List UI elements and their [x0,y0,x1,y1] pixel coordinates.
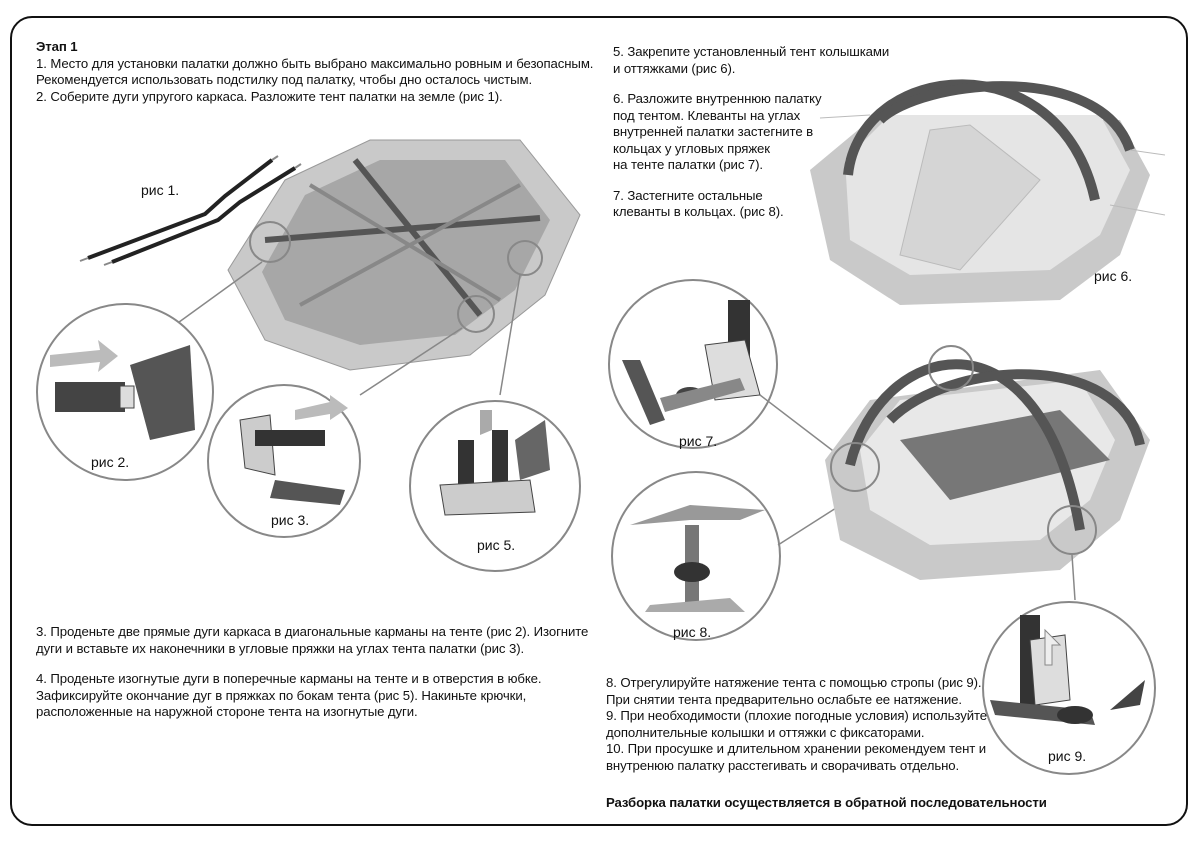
step-4a-text: 4. Проденьте изогнутые дуги в поперечные… [36,671,542,686]
step-10a-text: 10. При просушке и длительном хранении р… [606,741,987,756]
fig9-tent-illustration [825,345,1150,601]
fig2-caption: рис 2. [91,454,130,470]
fig6-tent-illustration [810,79,1166,305]
steps-8-10-text-block: 8. Отрегулируйте натяжение тента с помощ… [606,675,987,774]
step-6c-text: внутренней палатки застегните в [613,124,814,139]
fig6-caption: рис 6. [1094,268,1133,284]
step-9b-text: дополнительные колышки и оттяжки с фикса… [606,724,925,740]
fig3-caption: рис 3. [271,512,310,528]
step-2-text: 2. Соберите дуги упругого каркаса. Разло… [36,88,503,104]
steps-5-7-text-block: 5. Закрепите установленный тент колышкам… [613,44,889,221]
fig8-detail-illustration [611,471,781,641]
step-4c-text: расположенные на наружной стороне тента … [36,704,418,719]
step-10b-text: внутренюю палатку расстегивать и сворачи… [606,757,960,773]
fig7-detail-illustration [608,279,778,449]
step-3a-text: 3. Проденьте две прямые дуги каркаса в д… [36,624,589,639]
step-6e-text: на тенте палатки (рис 7). [613,157,763,172]
step-9a-text: 9. При необходимости (плохие погодные ус… [606,708,987,723]
fig2-detail-illustration [36,303,214,481]
step-5b-text: и оттяжками (рис 6). [613,60,736,76]
fig1-poles-illustration [79,155,302,266]
fig5-caption: рис 5. [477,537,516,553]
fig9-caption: рис 9. [1048,748,1087,764]
page-border [10,16,1188,826]
fig8-caption: рис 8. [673,624,712,640]
step-5a-text: 5. Закрепите установленный тент колышкам… [613,44,890,59]
step-6d-text: кольцах у угловых пряжек [613,140,770,156]
footer-note: Разборка палатки осуществляется в обратн… [606,795,1047,810]
fig1-flat-tent-illustration [174,139,581,396]
fig7-caption: рис 7. [679,433,718,449]
step-7a-text: 7. Застегните остальные [613,187,763,203]
intro-text-block: Этап 1 1. Место для установки палатки до… [36,39,593,105]
step-8b-text: При снятии тента предварительно ослабьте… [606,691,962,707]
stage-title: Этап 1 [36,39,78,54]
step-8a-text: 8. Отрегулируйте натяжение тента с помощ… [606,675,982,690]
step-1-text: 1. Место для установки палатки должно бы… [36,55,594,71]
step-1b-text: Рекомендуется использовать подстилку под… [36,72,533,87]
step-3b-text: дуги и вставьте их наконечники в угловые… [36,640,525,656]
step-6b-text: под тентом. Клеванты на углах [613,107,801,123]
steps-3-4-text-block: 3. Проденьте две прямые дуги каркаса в д… [36,624,588,721]
step-4b-text: Зафиксируйте окончание дуг в пряжках по … [36,687,527,703]
fig9-detail-illustration [982,601,1156,775]
fig1-caption: рис 1. [141,182,180,198]
fig3-detail-illustration [207,384,361,538]
step-7b-text: клеванты в кольцах. (рис 8). [613,204,784,219]
fig5-detail-illustration [409,400,581,572]
step-6a-text: 6. Разложите внутреннюю палатку [613,91,822,106]
